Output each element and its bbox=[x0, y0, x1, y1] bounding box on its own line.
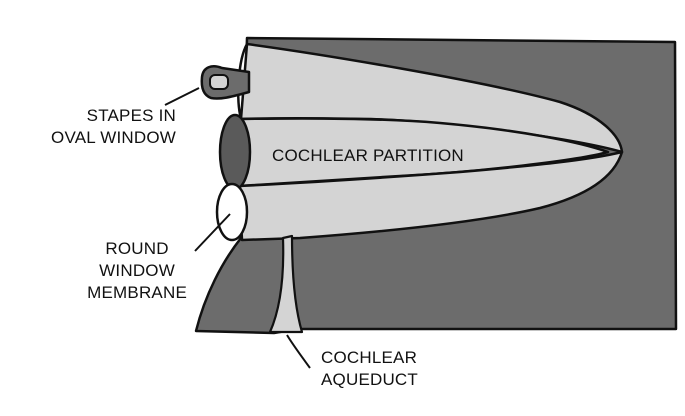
label-line: ROUND bbox=[105, 239, 169, 258]
round-window-membrane bbox=[215, 182, 249, 242]
label-line: OVAL WINDOW bbox=[51, 128, 176, 147]
label-stapes-in-oval-window: STAPES IN OVAL WINDOW bbox=[51, 105, 176, 149]
oval-window bbox=[218, 113, 252, 191]
cochlear-aqueduct-channel bbox=[268, 234, 304, 334]
label-line: MEMBRANE bbox=[87, 283, 187, 302]
label-line: STAPES IN bbox=[86, 106, 176, 125]
stapes-icon bbox=[200, 65, 251, 100]
label-round-window-membrane: ROUND WINDOW MEMBRANE bbox=[87, 238, 187, 304]
label-line: WINDOW bbox=[99, 261, 175, 280]
label-cochlear-aqueduct: COCHLEAR AQUEDUCT bbox=[321, 347, 418, 391]
label-cochlear-partition: COCHLEAR PARTITION bbox=[272, 146, 464, 165]
aqueduct-leader-line bbox=[286, 334, 311, 369]
round-window-leader-line bbox=[194, 213, 231, 252]
label-line: AQUEDUCT bbox=[321, 370, 418, 389]
stapes-leader-line bbox=[164, 87, 200, 106]
label-line: COCHLEAR bbox=[321, 348, 418, 367]
lower-scala bbox=[237, 150, 624, 242]
